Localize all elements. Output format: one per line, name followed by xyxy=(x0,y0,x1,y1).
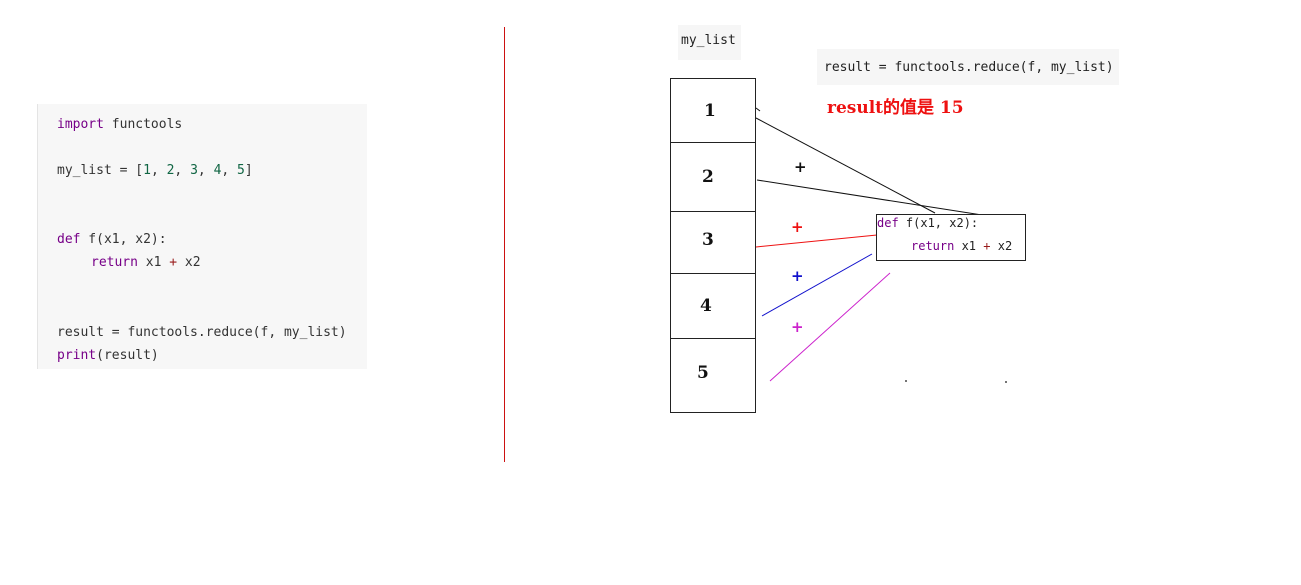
connector-4-to-func xyxy=(761,253,873,317)
result-value-text: result的值是 15 xyxy=(827,98,964,118)
code-panel: import functools my_list = [1, 2, 3, 4, … xyxy=(37,104,367,369)
list-cell-4: 4 xyxy=(670,273,756,339)
function-box: def f(x1, x2): return x1 + x2 xyxy=(876,214,1026,261)
dot-mark-2 xyxy=(1005,381,1007,383)
func-def-line: def f(x1, x2): xyxy=(877,216,979,230)
plus-sign-red: + xyxy=(791,218,804,236)
code-line-return: return x1 + x2 xyxy=(91,255,201,270)
plus-sign-blue: + xyxy=(791,267,804,285)
connector-5-to-func xyxy=(769,272,891,382)
func-return-line: return x1 + x2 xyxy=(911,239,1013,253)
code-line-print: print(result) xyxy=(57,348,159,363)
plus-sign-black: + xyxy=(794,158,807,176)
list-cell-3: 3 xyxy=(670,211,756,274)
code-line-import: import functools xyxy=(57,117,183,132)
dot-mark-1 xyxy=(905,380,907,382)
code-line-result: result = functools.reduce(f, my_list) xyxy=(57,325,347,340)
code-line-def: def f(x1, x2): xyxy=(57,232,167,247)
connector-1-to-func xyxy=(755,117,936,214)
connector-2-to-func xyxy=(756,179,983,216)
connector-1-tick xyxy=(755,107,761,112)
my-list-label: my_list xyxy=(678,25,741,60)
connector-3-to-func xyxy=(755,234,878,248)
list-cell-1: 1 xyxy=(670,78,756,143)
divider-line xyxy=(504,27,505,462)
reduce-call-label: result = functools.reduce(f, my_list) xyxy=(817,49,1119,85)
code-line-my-list: my_list = [1, 2, 3, 4, 5] xyxy=(57,163,253,178)
list-cell-2: 2 xyxy=(670,142,756,212)
list-cell-5: 5 xyxy=(670,338,756,413)
plus-sign-magenta: + xyxy=(791,318,804,336)
